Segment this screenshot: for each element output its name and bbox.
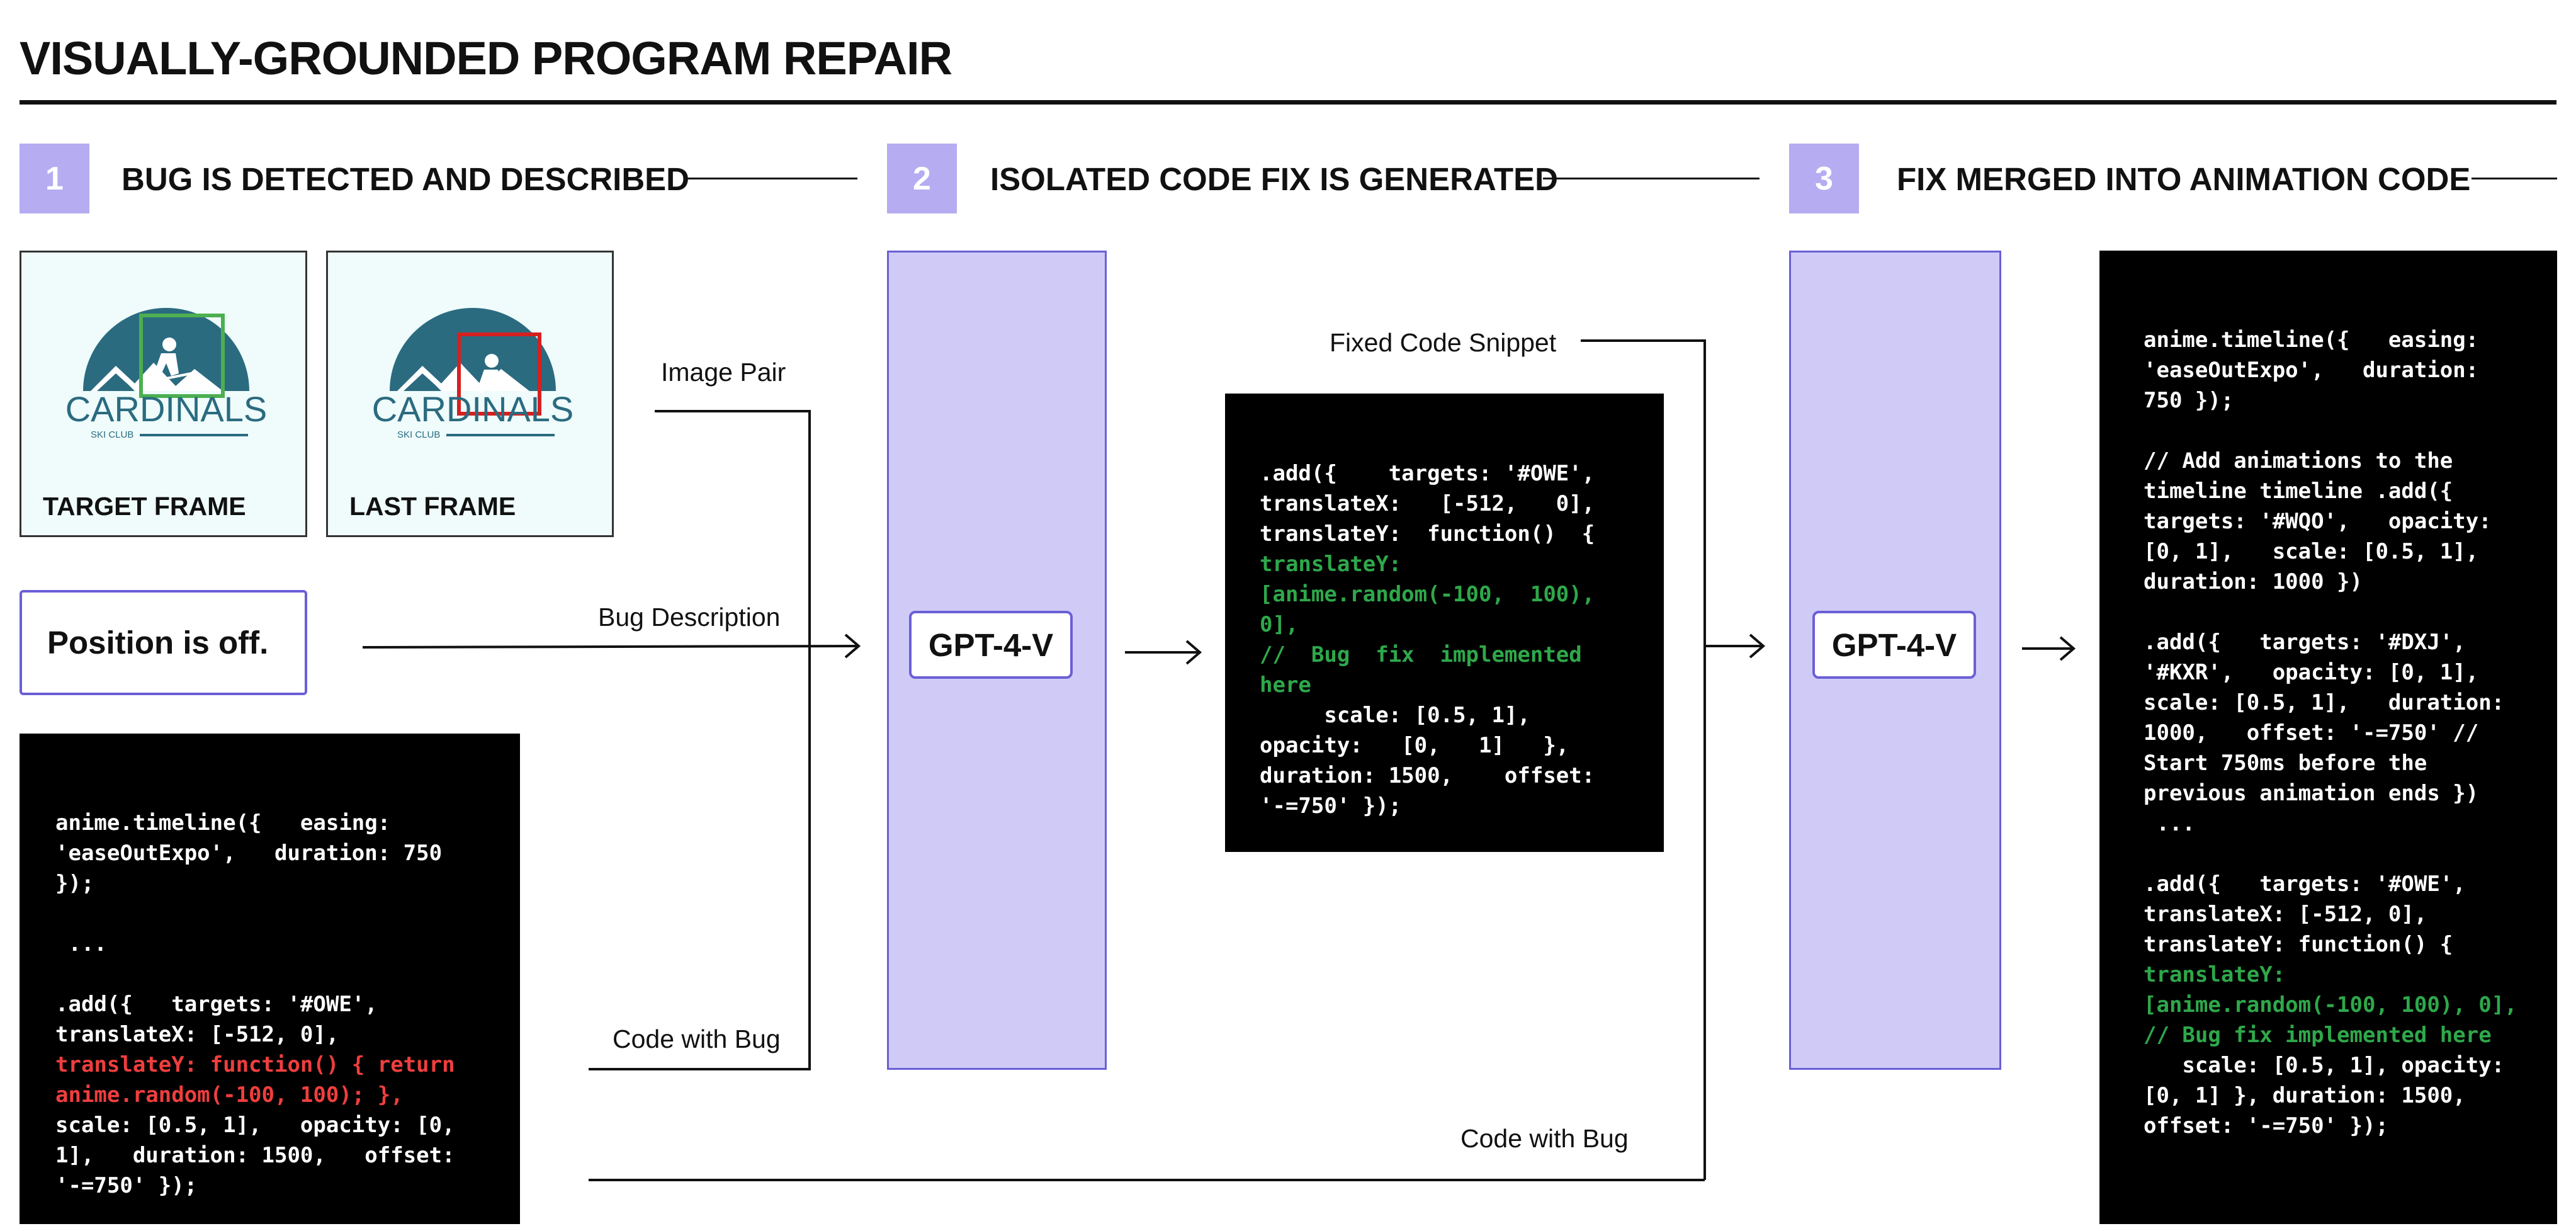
model-box-2: GPT-4-V [1812, 611, 1976, 679]
code-with-bug-bottom-label: Code with Bug [1460, 1124, 1629, 1153]
step-1-divider [684, 178, 857, 179]
last-frame: CARDINALS SKI CLUB LAST FRAME [326, 251, 614, 537]
logo-text: CARDINALS [372, 389, 573, 429]
code-ellipsis: ... [55, 931, 107, 956]
step-3-badge: 3 [1789, 144, 1859, 213]
fixed-code-snippet-block: .add({ targets: '#OWE', translateX: [-51… [1225, 394, 1664, 852]
bug-description-label: Bug Description [598, 603, 781, 632]
buggy-code-line: translateY: function() { return anime.ra… [55, 1052, 468, 1108]
step-2-badge: 2 [887, 144, 957, 213]
fixed-code-comment: // Bug fix implemented here [1260, 642, 1595, 698]
target-frame: CARDINALS SKI CLUB TARGET FRAME [20, 251, 307, 537]
step-2-divider [1543, 178, 1760, 179]
last-frame-label: LAST FRAME [349, 492, 516, 521]
target-frame-label: TARGET FRAME [43, 492, 246, 521]
buggy-code-block: anime.timeline({ easing: 'easeOutExpo', … [20, 734, 520, 1224]
title-divider [20, 100, 2556, 105]
step-2-title: ISOLATED CODE FIX IS GENERATED [990, 161, 1559, 197]
bug-description-box: Position is off. [20, 590, 307, 695]
fixed-code-line: translateY: [anime.random(-100, 100), 0]… [1260, 552, 1608, 637]
code-with-bug-label: Code with Bug [613, 1024, 781, 1053]
code-line: .add({ targets: '#OWE', translateX: [-51… [55, 992, 391, 1047]
code-line: anime.timeline({ easing: 'easeOutExpo', … [55, 810, 455, 896]
code-ellipsis: ... [2144, 811, 2195, 836]
code-line: .add({ targets: '#DXJ', '#KXR', opacity:… [2144, 630, 2517, 806]
merged-code-block: anime.timeline({ easing: 'easeOutExpo', … [2099, 251, 2557, 1224]
code-line: .add({ targets: '#OWE', translateX: [-51… [2144, 871, 2479, 957]
logo-subtext: SKI CLUB [91, 429, 133, 440]
step-3-divider [2471, 178, 2557, 179]
step-1-badge: 1 [20, 144, 89, 213]
code-line: scale: [0.5, 1], opacity: [0, 1], durati… [55, 1113, 468, 1198]
merged-fix-line: translateY: [anime.random(-100, 100), 0]… [2144, 962, 2531, 1048]
logo-subtext: SKI CLUB [397, 429, 440, 440]
image-pair-label: Image Pair [661, 358, 786, 387]
code-line: .add({ targets: '#OWE', translateX: [-51… [1260, 461, 1608, 547]
bug-description-text: Position is off. [47, 625, 269, 661]
code-line: scale: [0.5, 1], opacity: [0, 1] }, dura… [1260, 703, 1608, 819]
cardinals-logo-target: CARDINALS SKI CLUB [65, 308, 267, 440]
cardinals-logo-last: CARDINALS SKI CLUB [372, 308, 573, 440]
code-line: anime.timeline({ easing: 'easeOutExpo', … [2144, 327, 2492, 413]
step-3-title: FIX MERGED INTO ANIMATION CODE [1897, 161, 2471, 197]
page-title: VISUALLY-GROUNDED PROGRAM REPAIR [20, 32, 952, 84]
model-box-1: GPT-4-V [909, 611, 1073, 679]
fixed-code-snippet-label: Fixed Code Snippet [1330, 328, 1557, 357]
code-line: scale: [0.5, 1], opacity: [0, 1] }, dura… [2144, 1053, 2517, 1138]
step-1-title: BUG IS DETECTED AND DESCRIBED [121, 161, 690, 197]
code-line: // Add animations to the timeline timeli… [2144, 448, 2517, 594]
logo-text: CARDINALS [65, 389, 267, 429]
